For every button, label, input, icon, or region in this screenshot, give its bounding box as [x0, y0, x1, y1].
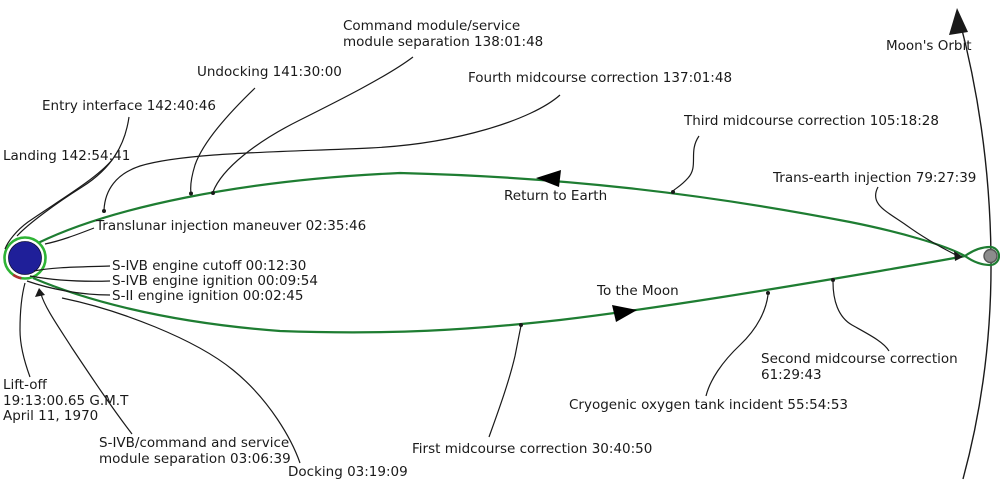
- leader-cm-sm-separation: [212, 56, 414, 193]
- event-markers: [35, 190, 963, 327]
- event-dot-cm-sm-separation: [211, 191, 215, 195]
- leader-first-midcourse: [488, 325, 522, 438]
- event-dot-third-midcourse: [671, 190, 675, 194]
- outbound-direction-arrow-icon: [612, 305, 637, 322]
- leader-sivb-cutoff: [33, 265, 111, 272]
- leader-undocking: [190, 87, 256, 194]
- event-arrow-trans-earth: [954, 251, 963, 261]
- leader-translunar-injection: [44, 227, 95, 245]
- event-arrow-sivb-csm: [35, 288, 45, 297]
- moon: [983, 248, 998, 264]
- return-direction-arrow-icon: [536, 170, 561, 187]
- leader-sii-ignition: [26, 280, 111, 296]
- earth: [8, 241, 42, 275]
- leader-landing: [4, 159, 113, 250]
- launch-site-marker: [12, 273, 22, 280]
- leader-liftoff: [19, 282, 31, 378]
- leader-sivb-csm-separation: [40, 293, 133, 435]
- leader-second-midcourse: [832, 281, 890, 352]
- leader-cryogenic-incident: [705, 294, 769, 397]
- moons-orbit-arrow-icon: [949, 8, 968, 35]
- event-dot-first-midcourse: [519, 323, 523, 327]
- leader-fourth-midcourse: [103, 94, 561, 211]
- leader-lines: [4, 56, 959, 464]
- event-dot-second-midcourse: [831, 278, 835, 282]
- earth-parking-orbit: [3, 236, 47, 280]
- leader-sivb-ignition: [29, 275, 111, 282]
- leader-docking: [61, 297, 301, 464]
- event-dot-fourth-midcourse: [102, 209, 106, 213]
- event-dot-cryogenic-incident: [766, 291, 770, 295]
- leader-entry-interface: [16, 116, 130, 237]
- event-dot-undocking: [189, 191, 193, 196]
- leader-third-midcourse: [672, 135, 700, 192]
- moons-orbit-path: [958, 17, 992, 480]
- leader-trans-earth-injection: [875, 186, 959, 257]
- trajectory-path: [32, 171, 1000, 334]
